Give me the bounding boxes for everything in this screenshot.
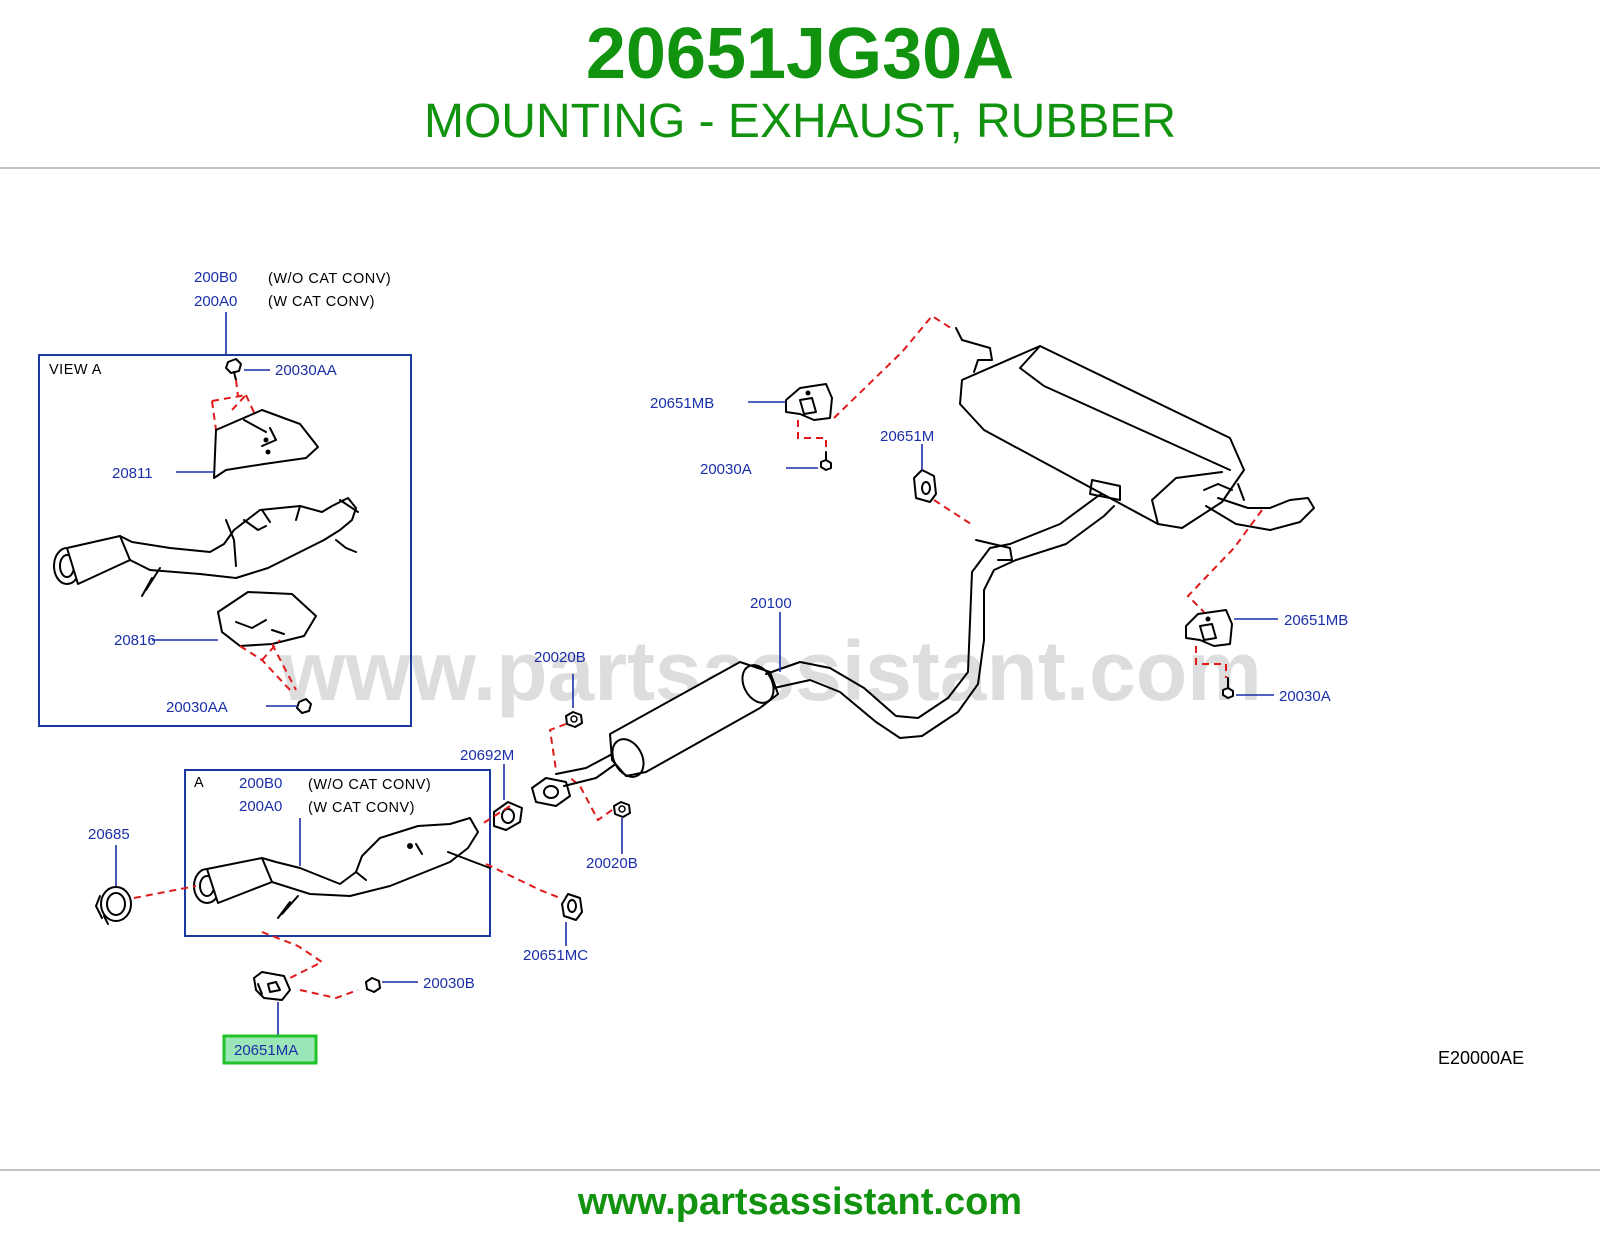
dashed-leader-20651MC xyxy=(485,863,561,899)
label-20020B-top[interactable]: 20020B xyxy=(534,649,586,666)
bolt-20030AA-bottom[interactable] xyxy=(296,698,312,714)
note-w-cat-conv-box: (W CAT CONV) xyxy=(308,800,415,816)
view-a-frame xyxy=(38,354,412,727)
nut-20020B-bottom[interactable] xyxy=(613,801,631,818)
label-20030AA-bottom[interactable]: 20030AA xyxy=(166,699,228,716)
rubber-mount-20651MC[interactable] xyxy=(561,893,583,921)
mounting-bracket-20651MA[interactable] xyxy=(253,971,291,1001)
label-20651MB-top[interactable]: 20651MB xyxy=(650,395,714,412)
dashed-leader-20030AA-bottom xyxy=(239,639,297,691)
dashed-leader-20651MA xyxy=(261,931,359,1000)
dashed-leader-20651MB-top xyxy=(797,314,955,452)
dashed-leader-20651MB-right xyxy=(1186,509,1263,678)
rubber-mount-20651M[interactable] xyxy=(913,469,937,503)
nut-20030B[interactable] xyxy=(365,977,381,993)
label-20030A-top[interactable]: 20030A xyxy=(700,461,752,478)
label-20692M[interactable]: 20692M xyxy=(460,747,514,764)
part-number-title: 20651JG30A xyxy=(585,14,1015,94)
label-20651MA[interactable]: 20651MA xyxy=(234,1042,298,1059)
note-w-cat-conv-top: (W CAT CONV) xyxy=(268,294,375,310)
dashed-leader-20651M xyxy=(933,499,975,527)
heat-shield-20811[interactable] xyxy=(213,409,319,479)
label-200A0-top[interactable]: 200A0 xyxy=(194,293,237,310)
label-20685[interactable]: 20685 xyxy=(88,826,130,843)
label-20100[interactable]: 20100 xyxy=(750,595,792,612)
mounting-bracket-20651MB-top[interactable] xyxy=(785,383,833,421)
label-20030B[interactable]: 20030B xyxy=(423,975,475,992)
label-20030A-right[interactable]: 20030A xyxy=(1279,688,1331,705)
label-20651M[interactable]: 20651M xyxy=(880,428,934,445)
exhaust-pipe-muffler-20100[interactable] xyxy=(555,327,1315,787)
label-20020B-bottom[interactable]: 20020B xyxy=(586,855,638,872)
bolt-20030A-top[interactable] xyxy=(820,451,832,471)
label-200A0-box[interactable]: 200A0 xyxy=(239,798,282,815)
note-wo-cat-conv-top: (W/O CAT CONV) xyxy=(268,271,391,287)
label-20816[interactable]: 20816 xyxy=(114,632,156,649)
front-pipe-flange xyxy=(531,777,571,807)
bolt-20030A-right[interactable] xyxy=(1222,677,1234,699)
mounting-bracket-20651MB-right[interactable] xyxy=(1185,609,1233,647)
a-frame-title: A xyxy=(194,775,204,791)
label-20030AA-top[interactable]: 20030AA xyxy=(275,362,337,379)
footer-divider xyxy=(0,1169,1600,1171)
drawing-code: E20000AE xyxy=(1438,1048,1524,1068)
catalytic-converter-a[interactable] xyxy=(193,817,491,919)
label-20811[interactable]: 20811 xyxy=(112,465,153,482)
nut-20020B-top[interactable] xyxy=(565,711,583,728)
clamp-20685[interactable] xyxy=(95,886,132,925)
header-divider xyxy=(0,167,1600,169)
label-20651MB-right[interactable]: 20651MB xyxy=(1284,612,1348,629)
catalytic-converter-view-a[interactable] xyxy=(53,497,359,597)
label-200B0-box[interactable]: 200B0 xyxy=(239,775,282,792)
bolt-20030AA-top[interactable] xyxy=(225,358,242,381)
dashed-leader-20020B-top xyxy=(481,723,567,825)
dashed-leader-20685 xyxy=(133,885,197,899)
highlight-box-20651MA[interactable] xyxy=(222,1034,318,1065)
part-name-subtitle: MOUNTING - EXHAUST, RUBBER xyxy=(423,95,1177,148)
a-frame xyxy=(184,769,491,937)
dashed-leader-20020B-bottom xyxy=(567,775,613,822)
heat-shield-20816[interactable] xyxy=(217,591,317,647)
dashed-leader-20030AA-top xyxy=(211,379,263,431)
note-wo-cat-conv-box: (W/O CAT CONV) xyxy=(308,777,431,793)
footer-website-link[interactable]: www.partsassistant.com xyxy=(577,1181,1023,1223)
gasket-20692M[interactable] xyxy=(493,801,523,831)
label-200B0-top[interactable]: 200B0 xyxy=(194,269,237,286)
label-20651MC[interactable]: 20651MC xyxy=(523,947,588,964)
watermark-text: www.partsassistant.com xyxy=(279,624,1262,718)
view-a-title: VIEW A xyxy=(49,362,102,378)
